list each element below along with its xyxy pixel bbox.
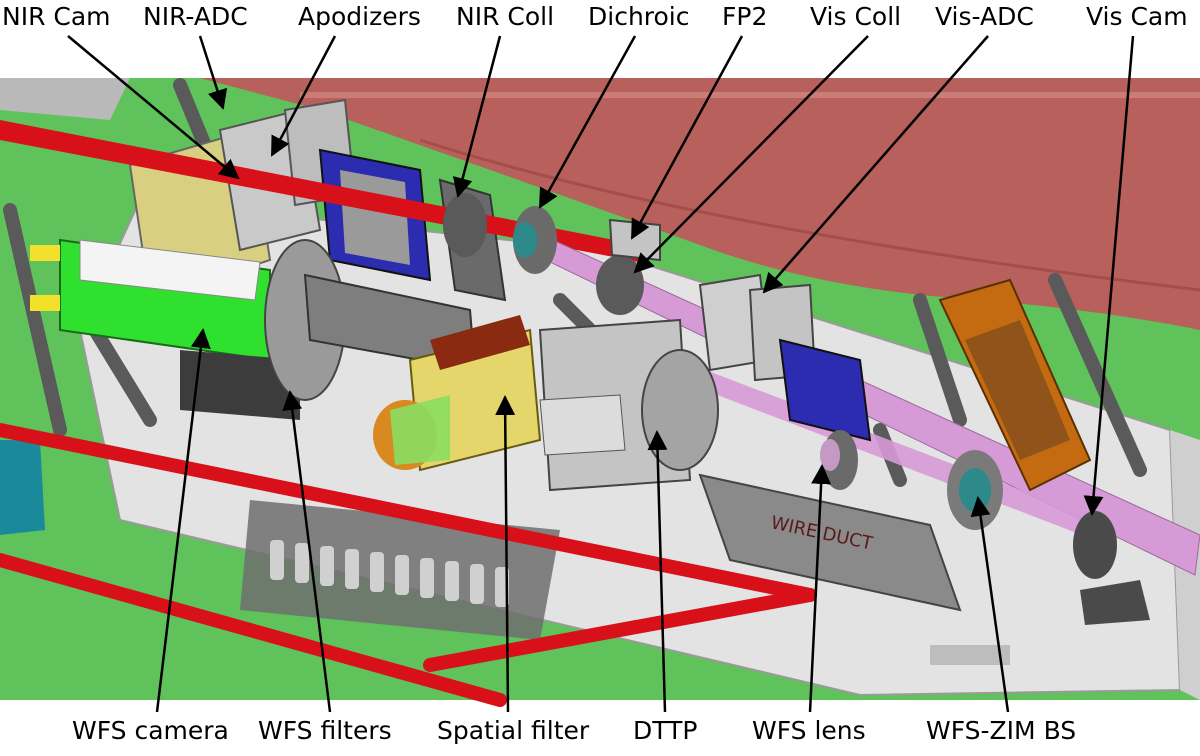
- rect-shape: [420, 558, 434, 598]
- rect-shape: [930, 645, 1010, 665]
- polygon-shape: [778, 338, 872, 442]
- g-shape: [270, 540, 509, 607]
- rect-shape: [320, 546, 334, 586]
- line-shape: [0, 553, 507, 707]
- label-wfs-zim-bs: WFS-ZIM BS: [926, 716, 1077, 745]
- path-shape: [419, 138, 1200, 292]
- line-shape: [647, 430, 668, 713]
- polygon-shape: [79, 239, 261, 301]
- ellipse-shape: [820, 439, 840, 471]
- label-wfs-lens: WFS lens: [752, 716, 866, 745]
- line-shape: [630, 35, 744, 240]
- label-dttp: DTTP: [633, 716, 698, 745]
- label-vis-adc: Vis-ADC: [935, 2, 1034, 31]
- polygon-shape: [340, 170, 410, 265]
- label-dichroic: Dichroic: [588, 2, 690, 31]
- ellipse-shape: [959, 468, 991, 512]
- polygon-shape: [1080, 580, 1150, 625]
- ellipse-shape: [513, 222, 537, 258]
- line-shape: [970, 496, 1010, 713]
- line-shape: [88, 323, 157, 427]
- ellipse-shape: [596, 255, 644, 315]
- polygon-shape: [539, 394, 626, 456]
- line-shape: [0, 423, 817, 602]
- g-shape: [0, 423, 817, 707]
- line-shape: [553, 293, 597, 337]
- rect-shape: [445, 561, 459, 601]
- rect-shape: [395, 555, 409, 595]
- label-nir-coll: NIR Coll: [456, 2, 555, 31]
- polygon-shape: [430, 315, 530, 370]
- polygon-shape: [390, 395, 450, 465]
- polygon-shape: [965, 320, 1070, 460]
- label-vis-cam: Vis Cam: [1086, 2, 1188, 31]
- label-fp2: FP2: [722, 2, 768, 31]
- label-nir-adc: NIR-ADC: [143, 2, 248, 31]
- rect-shape: [270, 540, 284, 580]
- line-shape: [633, 35, 869, 274]
- label-apodizers: Apodizers: [298, 2, 421, 31]
- g-shape: [3, 78, 1147, 487]
- line-shape: [198, 35, 228, 110]
- label-arrows: [67, 35, 1135, 713]
- rect-shape: [470, 564, 484, 604]
- rect-shape: [30, 295, 60, 311]
- line-shape: [3, 203, 67, 437]
- label-wfs-camera: WFS camera: [72, 716, 229, 745]
- label-spatial-filter: Spatial filter: [437, 716, 590, 745]
- line-shape: [762, 35, 989, 294]
- line-shape: [67, 35, 240, 180]
- line-shape: [808, 464, 832, 713]
- line-shape: [1048, 273, 1147, 477]
- line-shape: [282, 390, 332, 713]
- line-shape: [155, 328, 211, 713]
- polygon-shape: [0, 78, 130, 120]
- cryostat-tank: [200, 78, 1200, 330]
- line-shape: [495, 395, 516, 713]
- rect-shape: [370, 552, 384, 592]
- wire-duct: [698, 473, 962, 612]
- polygon-shape: [0, 440, 45, 535]
- ellipse-shape: [1073, 511, 1117, 579]
- ellipse-shape: [641, 349, 719, 471]
- polygon-shape: [180, 350, 300, 420]
- rect-shape: [345, 549, 359, 589]
- line-shape: [1083, 35, 1135, 516]
- rect-shape: [30, 245, 60, 261]
- line-shape: [538, 35, 637, 209]
- rect-shape: [295, 543, 309, 583]
- label-wfs-filters: WFS filters: [258, 716, 392, 745]
- line-shape: [270, 35, 337, 157]
- line-shape: [423, 588, 817, 672]
- line-shape: [913, 293, 967, 427]
- line-shape: [452, 35, 502, 198]
- label-nir-cam: NIR Cam: [2, 2, 111, 31]
- label-vis-coll: Vis Coll: [810, 2, 902, 31]
- ellipse-shape: [443, 193, 487, 257]
